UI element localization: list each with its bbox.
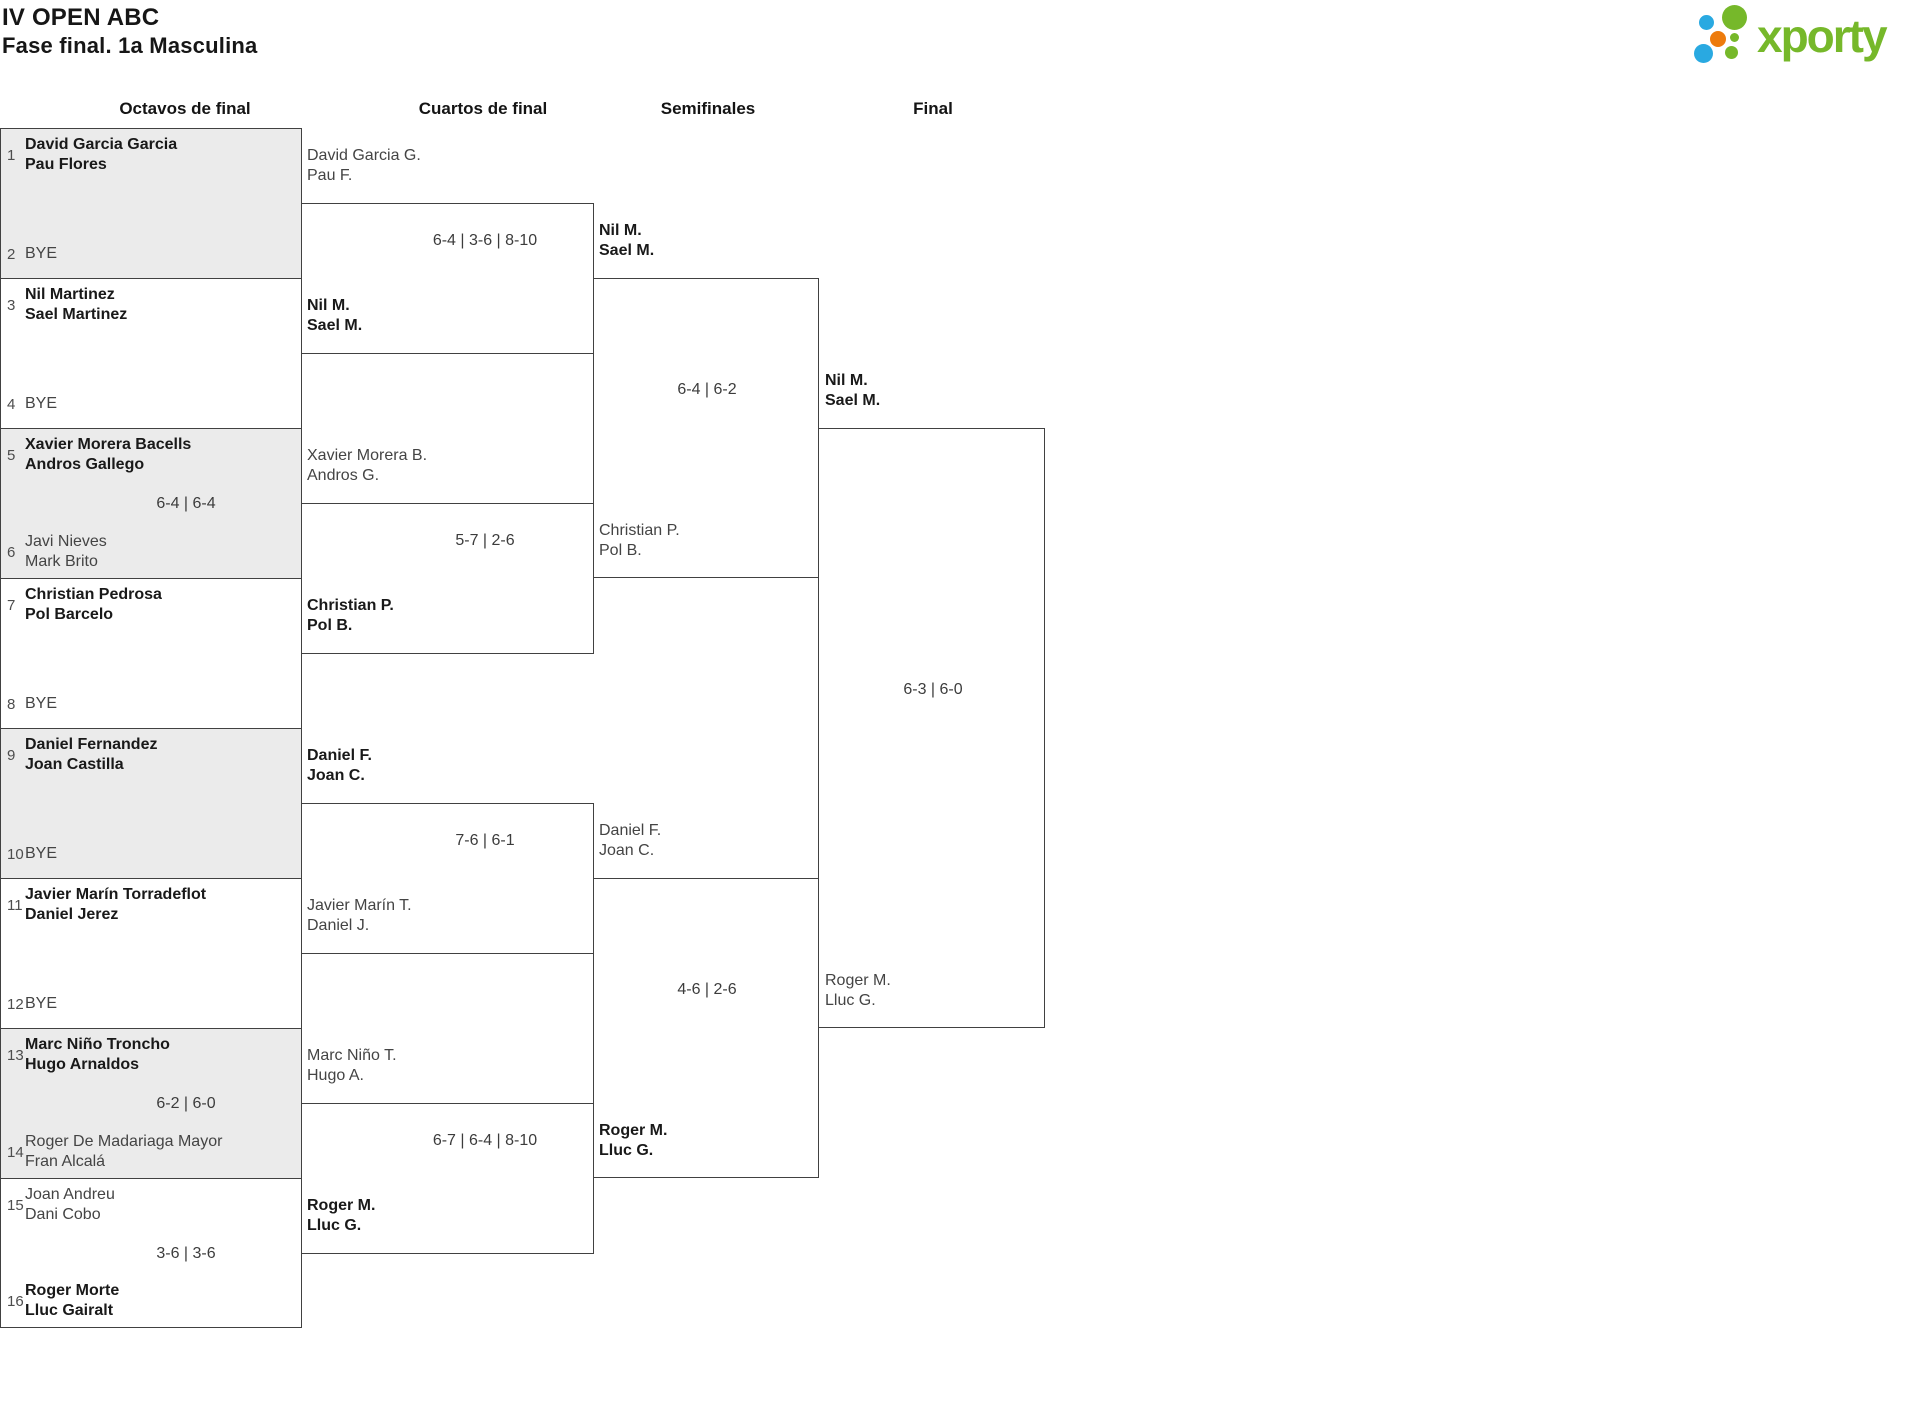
seed-number: 9	[7, 746, 16, 764]
advancing-team-label: Roger M.Lluc G.	[307, 1197, 376, 1234]
team-slot: 2 BYE	[7, 244, 57, 264]
advancing-team-label: Xavier Morera B.Andros G.	[307, 447, 428, 484]
seed-number: 4	[7, 395, 16, 413]
column-header-final: Final	[913, 99, 953, 118]
team-slot: 10 BYE	[7, 844, 57, 864]
page-subtitle: Fase final. 1a Masculina	[2, 33, 258, 58]
match-score: 6-3 | 6-0	[903, 681, 963, 698]
seed-number: 7	[7, 596, 16, 614]
column-header-octavos: Octavos de final	[119, 99, 251, 118]
seed-number: 5	[7, 446, 16, 464]
bye-label: BYE	[25, 245, 58, 262]
logo-dot-icon	[1694, 44, 1713, 63]
qf-match-4: 6-7 | 6-4 | 8-10	[301, 1103, 594, 1254]
advancing-team-label: Roger M.Lluc G.	[825, 972, 891, 1009]
seed-number: 2	[7, 245, 16, 263]
advancing-team-label: Roger M.Lluc G.	[599, 1122, 668, 1159]
seed-number: 3	[7, 296, 16, 314]
seed-number: 10	[7, 845, 24, 863]
bye-label: BYE	[25, 395, 58, 412]
advancing-team-label: Daniel F.Joan C.	[307, 747, 372, 784]
team-slot: 4 BYE	[7, 394, 57, 414]
team-slot: 8 BYE	[7, 694, 57, 714]
advancing-team-label: Nil M.Sael M.	[307, 297, 363, 334]
qf-match-2: 5-7 | 2-6	[301, 503, 594, 654]
seed-number: 14	[7, 1143, 24, 1161]
logo-dot-icon	[1725, 46, 1738, 59]
match-score: 5-7 | 2-6	[455, 532, 515, 549]
match-score: 7-6 | 6-1	[455, 832, 515, 849]
seed-number: 11	[7, 896, 23, 914]
bye-label: BYE	[25, 995, 58, 1012]
advancing-team-label: Nil M.Sael M.	[599, 222, 655, 259]
match-score: 4-6 | 2-6	[677, 981, 737, 998]
seed-number: 1	[7, 146, 16, 164]
match-score: 6-4 | 6-2	[677, 381, 737, 398]
page-title: IV OPEN ABC	[2, 4, 160, 31]
seed-number: 15	[7, 1196, 24, 1214]
column-header-cuartos: Cuartos de final	[418, 99, 548, 118]
sf-match-2: 4-6 | 2-6	[593, 878, 819, 1178]
seed-number: 8	[7, 695, 16, 713]
logo-dot-icon	[1730, 33, 1739, 42]
seed-number: 6	[7, 543, 16, 561]
bye-label: BYE	[25, 845, 58, 862]
match-score: 6-4 | 3-6 | 8-10	[432, 232, 538, 249]
advancing-team-label: Daniel F.Joan C.	[599, 822, 662, 859]
match-score: 6-4 | 6-4	[156, 495, 216, 512]
logo-wordmark: xporty	[1757, 10, 1888, 62]
seed-number: 12	[7, 995, 24, 1013]
match-score: 6-2 | 6-0	[156, 1095, 216, 1112]
team-slot: 12 BYE	[7, 994, 57, 1014]
advancing-team-label: Nil M.Sael M.	[825, 372, 881, 409]
bye-label: BYE	[25, 695, 58, 712]
match-score: 6-7 | 6-4 | 8-10	[432, 1132, 538, 1149]
final-match: 6-3 | 6-0	[818, 428, 1045, 1028]
advancing-team-label: Marc Niño T.Hugo A.	[307, 1047, 397, 1084]
column-header-semifinales: Semifinales	[660, 99, 756, 118]
advancing-team-label: David Garcia G.Pau F.	[307, 147, 421, 184]
logo-dot-icon	[1710, 31, 1726, 47]
advancing-team-label: Javier Marín T.Daniel J.	[307, 897, 412, 934]
advancing-team-label: Christian P.Pol B.	[307, 597, 394, 634]
match-score: 3-6 | 3-6	[156, 1245, 216, 1262]
advancing-team-label: Christian P.Pol B.	[599, 522, 680, 559]
seed-number: 16	[7, 1292, 24, 1310]
seed-number: 13	[7, 1046, 24, 1064]
logo-dot-icon	[1722, 5, 1747, 30]
logo-dot-icon	[1699, 15, 1714, 30]
